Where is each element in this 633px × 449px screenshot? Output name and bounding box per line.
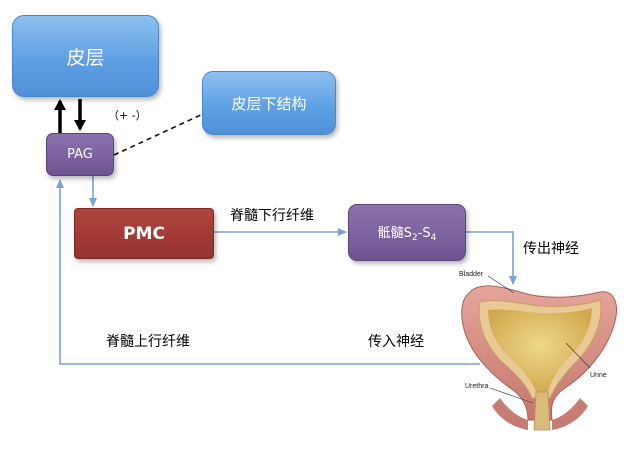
urethra-label: Urethra [465,383,488,390]
pmc-node: PMC [74,208,214,259]
afferent-nerve-label: 传入神经 [368,334,424,350]
sacral-dash-text: -S [417,226,431,241]
pag-node-label: PAG [67,147,93,162]
pag-subcortex-dashed-link [113,112,206,156]
cortex-node: 皮层 [12,15,159,97]
bladder-label: Bladder [459,271,484,278]
sacral-to-bladder-arrow [466,231,517,285]
subcortex-node: 皮层下结构 [202,71,336,135]
pag-node: PAG [46,133,114,176]
pelvic-tissue-right [552,398,588,430]
sacral-cord-node: 骶髓S2-S4 [348,204,466,261]
sacral-sub-start: 2 [411,233,418,243]
urine-label: Urine [590,372,607,379]
cortex-node-label: 皮层 [66,46,105,69]
sacral-cord-node-label: 骶髓S2-S4 [378,222,437,243]
urethra [533,391,551,431]
subcortex-node-label: 皮层下结构 [231,94,307,113]
sacral-base-text: 骶髓S [377,226,412,241]
pelvic-tissue [492,398,528,430]
pmc-node-label: PMC [123,223,165,244]
efferent-nerve-label: 传出神经 [523,241,579,257]
descending-fibers-label: 脊髓下行纤维 [230,208,314,224]
ascending-fibers-label: 脊髓上行纤维 [106,334,190,350]
cortex-pag-feedback-label: （+ -） [108,109,147,122]
sacral-sub-end: 4 [430,233,437,243]
urine-fill [488,308,592,392]
bladder-to-pag-arrow [56,179,480,365]
